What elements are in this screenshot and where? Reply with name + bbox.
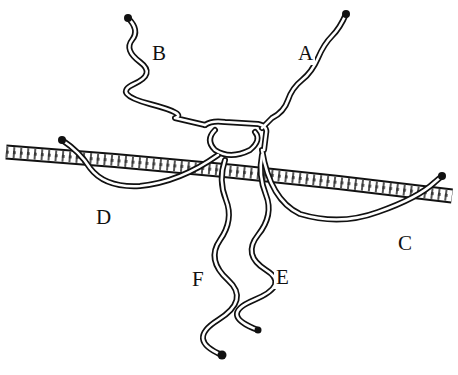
strand-letter: E bbox=[274, 266, 291, 289]
strand-tips bbox=[58, 10, 446, 360]
strand-letter: A bbox=[296, 42, 315, 65]
rope bbox=[6, 152, 452, 196]
strand-cores bbox=[62, 14, 442, 355]
strand-letter: D bbox=[94, 206, 113, 229]
strand-letter: B bbox=[150, 42, 168, 65]
strand-letter: C bbox=[396, 232, 414, 255]
strand-outlines bbox=[62, 14, 442, 355]
strand-letter: F bbox=[190, 268, 206, 291]
